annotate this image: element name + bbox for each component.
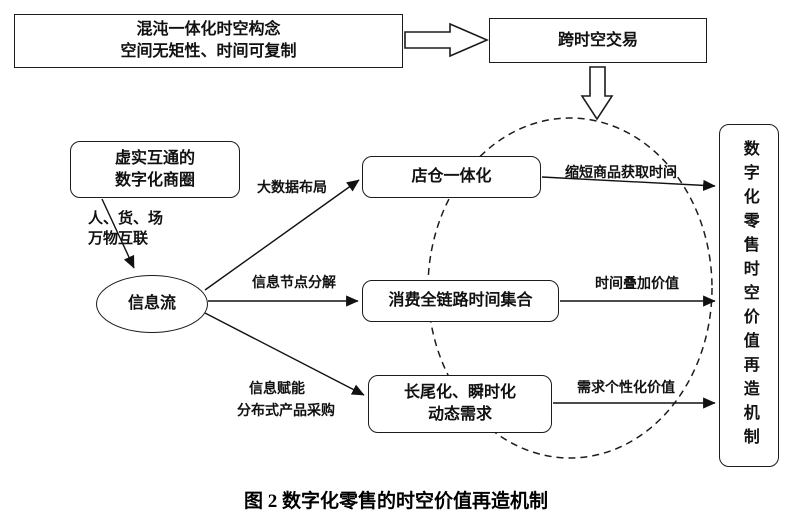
box-chaos-concept: 混沌一体化时空构念 空间无矩性、时间可复制 — [14, 14, 403, 68]
box-chaos-line2: 空间无矩性、时间可复制 — [120, 43, 297, 60]
ellipse-information-flow: 信息流 — [96, 275, 208, 333]
label-people-line2: 万物互联 — [88, 229, 149, 247]
box-store-label: 店仓一体化 — [411, 168, 492, 186]
block-arrow-right-icon — [404, 22, 490, 58]
box-circle-line2: 数字化商圈 — [114, 171, 195, 189]
dashed-spacetime-circle — [427, 117, 713, 459]
figure-caption: 图 2 数字化零售的时空价值再造机制 — [243, 491, 548, 512]
block-arrow-down-icon — [580, 66, 614, 121]
label-shorten-acquisition-time: 缩短商品获取时间 — [565, 164, 677, 180]
box-mechanism-label: 数字化零售时空价值再造机制 — [740, 139, 758, 452]
arrow-flow-to-longtail — [204, 312, 365, 396]
label-info-node-decompose: 信息节点分解 — [252, 274, 336, 290]
box-value-recreation-mechanism: 数字化零售时空价值再造机制 — [719, 124, 779, 467]
box-cross-label: 跨时空交易 — [557, 31, 638, 49]
label-big-data-layout: 大数据布局 — [257, 179, 327, 195]
arrow-circle-to-flow — [101, 198, 135, 269]
box-circle-line1: 虚实互通的 — [114, 149, 195, 167]
arrow-flow-to-store — [204, 179, 360, 291]
label-personalized-demand-value: 需求个性化价值 — [577, 379, 675, 395]
box-longtail-demand: 长尾化、瞬时化 动态需求 — [368, 375, 552, 433]
box-cross-spacetime-trade: 跨时空交易 — [489, 18, 707, 63]
label-people-goods-scene: 人、货、场 万物互联 — [88, 209, 163, 248]
box-store-warehouse: 店仓一体化 — [362, 156, 541, 198]
label-time-superposition-value: 时间叠加价值 — [595, 275, 679, 291]
box-longtail-line1: 长尾化、瞬时化 — [403, 384, 516, 402]
box-consumption-chain: 消费全链路时间集合 — [362, 280, 559, 322]
box-longtail-line2: 动态需求 — [427, 406, 492, 423]
box-digital-business-circle: 虚实互通的 数字化商圈 — [70, 141, 240, 198]
arrow-store-to-mechanism — [541, 176, 716, 191]
ellipse-flow-label: 信息流 — [127, 295, 176, 313]
box-chaos-line1: 混沌一体化时空构念 — [136, 21, 281, 39]
box-chain-label: 消费全链路时间集合 — [388, 292, 533, 310]
label-people-line1: 人、货、场 — [88, 210, 164, 227]
label-info-empower: 信息赋能 — [249, 380, 305, 396]
label-distributed-procurement: 分布式产品采购 — [237, 402, 335, 418]
